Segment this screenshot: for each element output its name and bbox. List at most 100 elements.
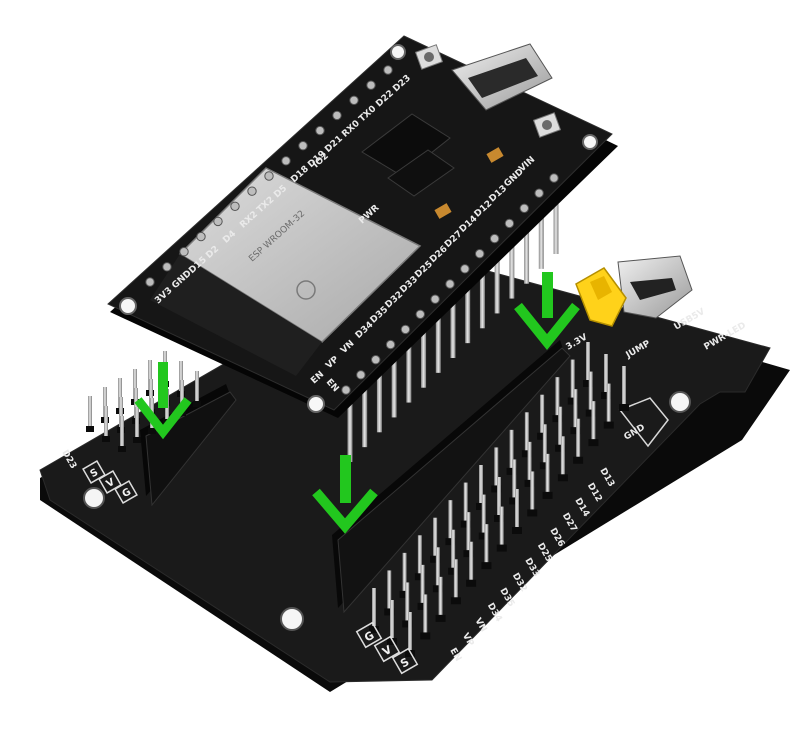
base-left-pin <box>179 361 183 395</box>
module-top-pin <box>264 171 274 181</box>
base-right-pin <box>463 482 468 525</box>
base-left-pin <box>88 396 92 430</box>
base-right-pin-housing <box>527 509 538 517</box>
base-right-pin-housing <box>387 638 397 645</box>
base-right-pin <box>390 600 394 642</box>
module-down-pin <box>362 385 368 448</box>
base-right-pin <box>433 517 438 560</box>
base-right-pin <box>515 489 519 531</box>
base-right-pin-housing <box>619 404 629 411</box>
base-right-pin-housing <box>603 421 614 429</box>
base-left-pin <box>135 407 139 441</box>
base-right-pin-housing <box>466 579 477 587</box>
base-right-pin <box>484 524 489 567</box>
module-bottom-pin <box>534 188 544 198</box>
base-right-pin-housing <box>420 632 431 640</box>
base-right-pin-housing <box>402 620 413 628</box>
base-right-pin-housing <box>557 474 568 482</box>
module-bottom-pin <box>356 370 366 380</box>
module-top-pin <box>332 110 342 121</box>
module-bottom-pins <box>347 192 559 462</box>
base-right-pin <box>512 459 517 502</box>
base-right-pin-housing <box>521 450 532 458</box>
base-right-pin <box>530 471 535 514</box>
module-top-pin <box>298 141 308 151</box>
base-left-pin-housing <box>148 428 156 434</box>
base-right-pin <box>402 552 407 595</box>
base-right-pin <box>451 529 456 572</box>
base-right-pin-headers <box>369 342 629 657</box>
base-right-pin-housing <box>417 602 428 610</box>
module-top-pin <box>196 231 206 242</box>
module-bottom-pin <box>504 218 515 229</box>
base-right-pin-housing <box>539 462 550 470</box>
base-right-pin-housing <box>524 479 535 487</box>
base-right-pin-housing <box>435 614 446 622</box>
module-bottom-pin <box>400 324 411 335</box>
esp32-devkit-module: ESP WROOM-32 IO2 PWR EN <box>107 35 618 418</box>
base-right-pin-housing <box>506 467 517 475</box>
module-top-pin <box>230 201 240 211</box>
base-right-pin <box>405 582 410 625</box>
module-bottom-pin <box>385 339 396 350</box>
base-right-pin <box>540 394 545 437</box>
base-left-female-header <box>140 384 237 507</box>
base-right-pin-housing <box>460 520 471 528</box>
module-bottom-pin <box>430 294 440 304</box>
base-right-pin <box>588 371 593 414</box>
base-right-pin <box>494 447 499 490</box>
base-right-pin-housing <box>573 456 584 464</box>
base-left-pin-housing <box>133 437 141 443</box>
base-right-pin <box>560 436 565 479</box>
base-right-pin-housing <box>478 532 489 540</box>
base-left-pin-housing <box>102 436 110 442</box>
base-left-pin <box>180 380 184 414</box>
base-right-pin <box>417 535 422 578</box>
green-down-arrow-icon <box>312 455 378 534</box>
base-right-pin <box>466 512 471 555</box>
module-top-pin <box>145 277 155 287</box>
base-left-pin <box>133 369 137 403</box>
yellow-jumper-icon[interactable] <box>575 267 627 327</box>
base-right-pin-housing <box>583 380 593 387</box>
base-right-pin <box>499 506 504 549</box>
base-right-pin-housing <box>369 626 379 633</box>
base-right-pin <box>453 559 458 602</box>
base-right-pin <box>604 354 608 396</box>
base-right-pin-housing <box>450 597 461 605</box>
base-right-pin <box>448 500 453 543</box>
green-down-arrow-icon <box>514 272 580 350</box>
module-bottom-pin <box>415 309 425 319</box>
base-left-pin <box>119 397 123 431</box>
base-right-pin <box>423 594 428 637</box>
base-right-pin-housing <box>567 397 578 405</box>
base-right-pin-housing <box>588 439 599 447</box>
module-bottom-pin <box>519 203 529 213</box>
base-right-pin-housing <box>430 555 441 563</box>
base-right-pin <box>469 541 474 584</box>
base-right-pin <box>420 564 425 607</box>
base-left-pin <box>103 387 107 421</box>
base-right-pin-housing <box>384 608 395 616</box>
module-down-pin <box>538 206 544 269</box>
module-top-pin <box>247 186 257 196</box>
module-down-pin <box>376 370 382 433</box>
legend-s-left: S <box>89 467 101 480</box>
base-left-pin <box>148 360 152 394</box>
base-right-pin-housing <box>496 544 507 552</box>
base-right-pin-housing <box>585 409 596 417</box>
module-down-pin <box>553 192 559 254</box>
module-top-pin <box>179 247 189 257</box>
base-right-pin <box>622 366 626 408</box>
base-right-pin-housing <box>542 491 553 499</box>
base-right-pin-housing <box>414 573 425 581</box>
module-down-pin <box>465 281 471 344</box>
base-right-pin <box>570 359 575 402</box>
module-down-pin <box>479 266 485 329</box>
module-down-pin <box>406 340 412 403</box>
base-left-pin-housing <box>193 401 201 407</box>
base-right-female-header <box>332 340 571 614</box>
module-bottom-pin <box>445 279 455 289</box>
